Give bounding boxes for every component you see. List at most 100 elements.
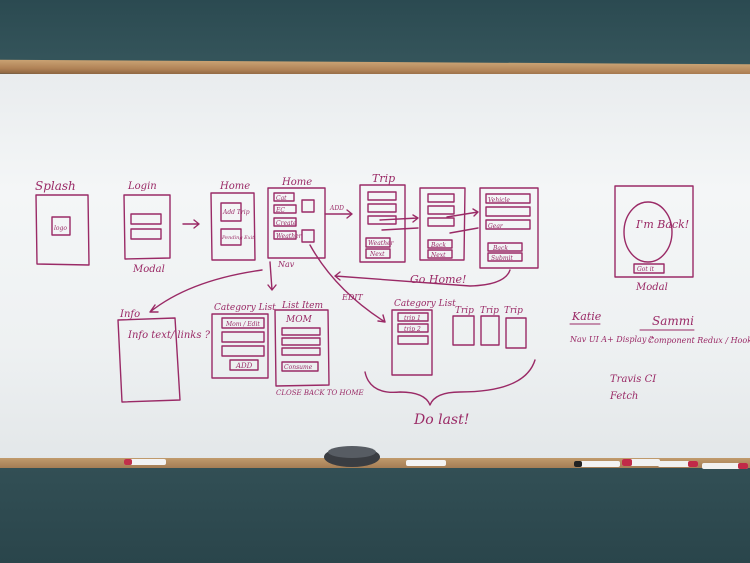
home2-row-1 (273, 192, 295, 202)
home2-nav-label: Nav (277, 260, 295, 269)
home1-sketch: Home Add Trip Pending Exit (210, 181, 256, 261)
list-item-screen (274, 309, 330, 387)
category-row-3 (221, 345, 265, 357)
travis-label: Travis CI (610, 374, 657, 385)
trip2-next-btn (427, 249, 453, 259)
sammi-label: Sammi (652, 314, 694, 328)
im-back-label: I'm Back! (635, 218, 689, 231)
marker-1 (124, 459, 166, 465)
info-label: Info (119, 309, 140, 320)
tray-items (124, 446, 748, 469)
trip-next-label: Next (369, 251, 385, 258)
category-list-label: Category List (214, 303, 276, 313)
home2-row-4 (273, 230, 297, 240)
marker-5 (658, 461, 698, 467)
im-back-circle (623, 201, 673, 263)
login-sketch: Login Modal (123, 181, 171, 275)
list-item-label: List Item (281, 301, 323, 311)
trip-field-3 (367, 215, 397, 225)
category-list-sketch: Category List Mom / Edit ADD (211, 261, 277, 379)
marker-tray (0, 458, 750, 470)
trip3-row-1-label: Vehicle (488, 197, 510, 204)
home2-screen-box (267, 187, 326, 259)
home2-row-2 (273, 204, 297, 214)
trip-screen-3 (479, 187, 539, 269)
fetch-label: Fetch (609, 391, 638, 402)
trip3-submit-label: Submit (491, 255, 513, 262)
trip-screen-1 (359, 184, 406, 263)
arrow-home-category (267, 261, 277, 291)
trip3-submit-btn (487, 252, 523, 262)
trip2-field-2 (427, 205, 455, 215)
login-field-2 (130, 228, 162, 240)
got-it-label: Got it (637, 266, 655, 273)
arrow-trip2-trip3 (446, 208, 479, 218)
home2-row-4-label: Weather (276, 233, 303, 240)
home2-row-2-label: EC (275, 207, 285, 214)
trip-label: Trip (372, 172, 395, 185)
add-trip-box (220, 202, 242, 222)
arrow-home-info (149, 269, 263, 313)
trip-a-box (452, 315, 475, 346)
category-list-screen (211, 313, 269, 379)
trip-field-1 (367, 191, 397, 201)
close-back-label: CLOSE BACK TO HOME (276, 389, 364, 397)
trip-b-label: Trip (480, 306, 499, 316)
category-list-2-label: Category List (394, 299, 456, 309)
info-screen-box (117, 317, 181, 403)
trip-c-label: Trip (504, 306, 523, 316)
marker-4-cap (622, 459, 632, 466)
trip3-row-1 (485, 193, 531, 204)
home2-row-3-label: Create (276, 220, 297, 227)
logo-box (51, 216, 71, 236)
arrow-login-home (182, 219, 200, 229)
arrow-trip1-trip2 (379, 214, 419, 223)
go-home-arrow (334, 269, 511, 287)
list-item-mom-label: MOM (285, 315, 313, 325)
splash-label: Splash (35, 179, 76, 193)
marker-6-cap (738, 463, 748, 469)
list-item-row-1 (281, 327, 321, 336)
login-label: Login (127, 181, 157, 192)
wall-bottom (0, 468, 750, 563)
trip2-back-label: Back (430, 242, 446, 249)
login-screen-box (123, 194, 171, 260)
info-sketch: Info Info text/ links ? (117, 269, 263, 403)
edit-flow-sketch: EDIT Category List trip 1 trip 2 Trip Tr… (309, 244, 536, 428)
trip-a-label: Trip (455, 306, 474, 316)
category-list-2-screen (391, 309, 433, 376)
trip2-field-1 (427, 193, 455, 203)
trip-field-2 (367, 203, 397, 213)
list-item-row-2 (281, 337, 321, 346)
cat2-row-2 (397, 323, 429, 333)
category-row-2 (221, 331, 265, 343)
do-last-label: Do last! (413, 412, 469, 428)
category-row-mom (221, 317, 265, 329)
marker-6 (702, 463, 748, 469)
arrow-trip3-trip2 (449, 227, 479, 234)
do-last-brace (364, 359, 536, 406)
pending-exit-label: Pending Exit (221, 235, 255, 241)
info-body-text: Info text/ links ? (127, 330, 211, 341)
marker-3-cap (574, 461, 582, 467)
login-field-1 (130, 213, 162, 225)
trip3-row-2 (485, 206, 531, 217)
trip-weather-label: Weather (368, 240, 395, 247)
im-back-screen (614, 185, 694, 278)
trip-screen-2 (419, 187, 466, 261)
home2-sketch: Home Cat EC Create Weather Nav (267, 177, 326, 269)
trip-c-box (505, 317, 527, 349)
list-item-sketch: List Item MOM Consume CLOSE BACK TO HOME (274, 301, 364, 397)
splash-screen-box (35, 194, 90, 266)
arrow-home-trip (324, 209, 353, 219)
pending-exit-box (220, 228, 242, 246)
trip2-next-label: Next (430, 252, 446, 259)
home2-row-1-label: Cat (276, 195, 287, 202)
trip-next-btn (365, 248, 391, 259)
go-home-label: Go Home! (410, 273, 466, 286)
trip-b-box (480, 315, 500, 346)
add-trip-label: Add Trip (222, 209, 250, 216)
category-add-btn (229, 359, 259, 371)
trip3-row-3-label: Gear (488, 223, 504, 230)
trip3-back-label: Back (492, 245, 508, 252)
